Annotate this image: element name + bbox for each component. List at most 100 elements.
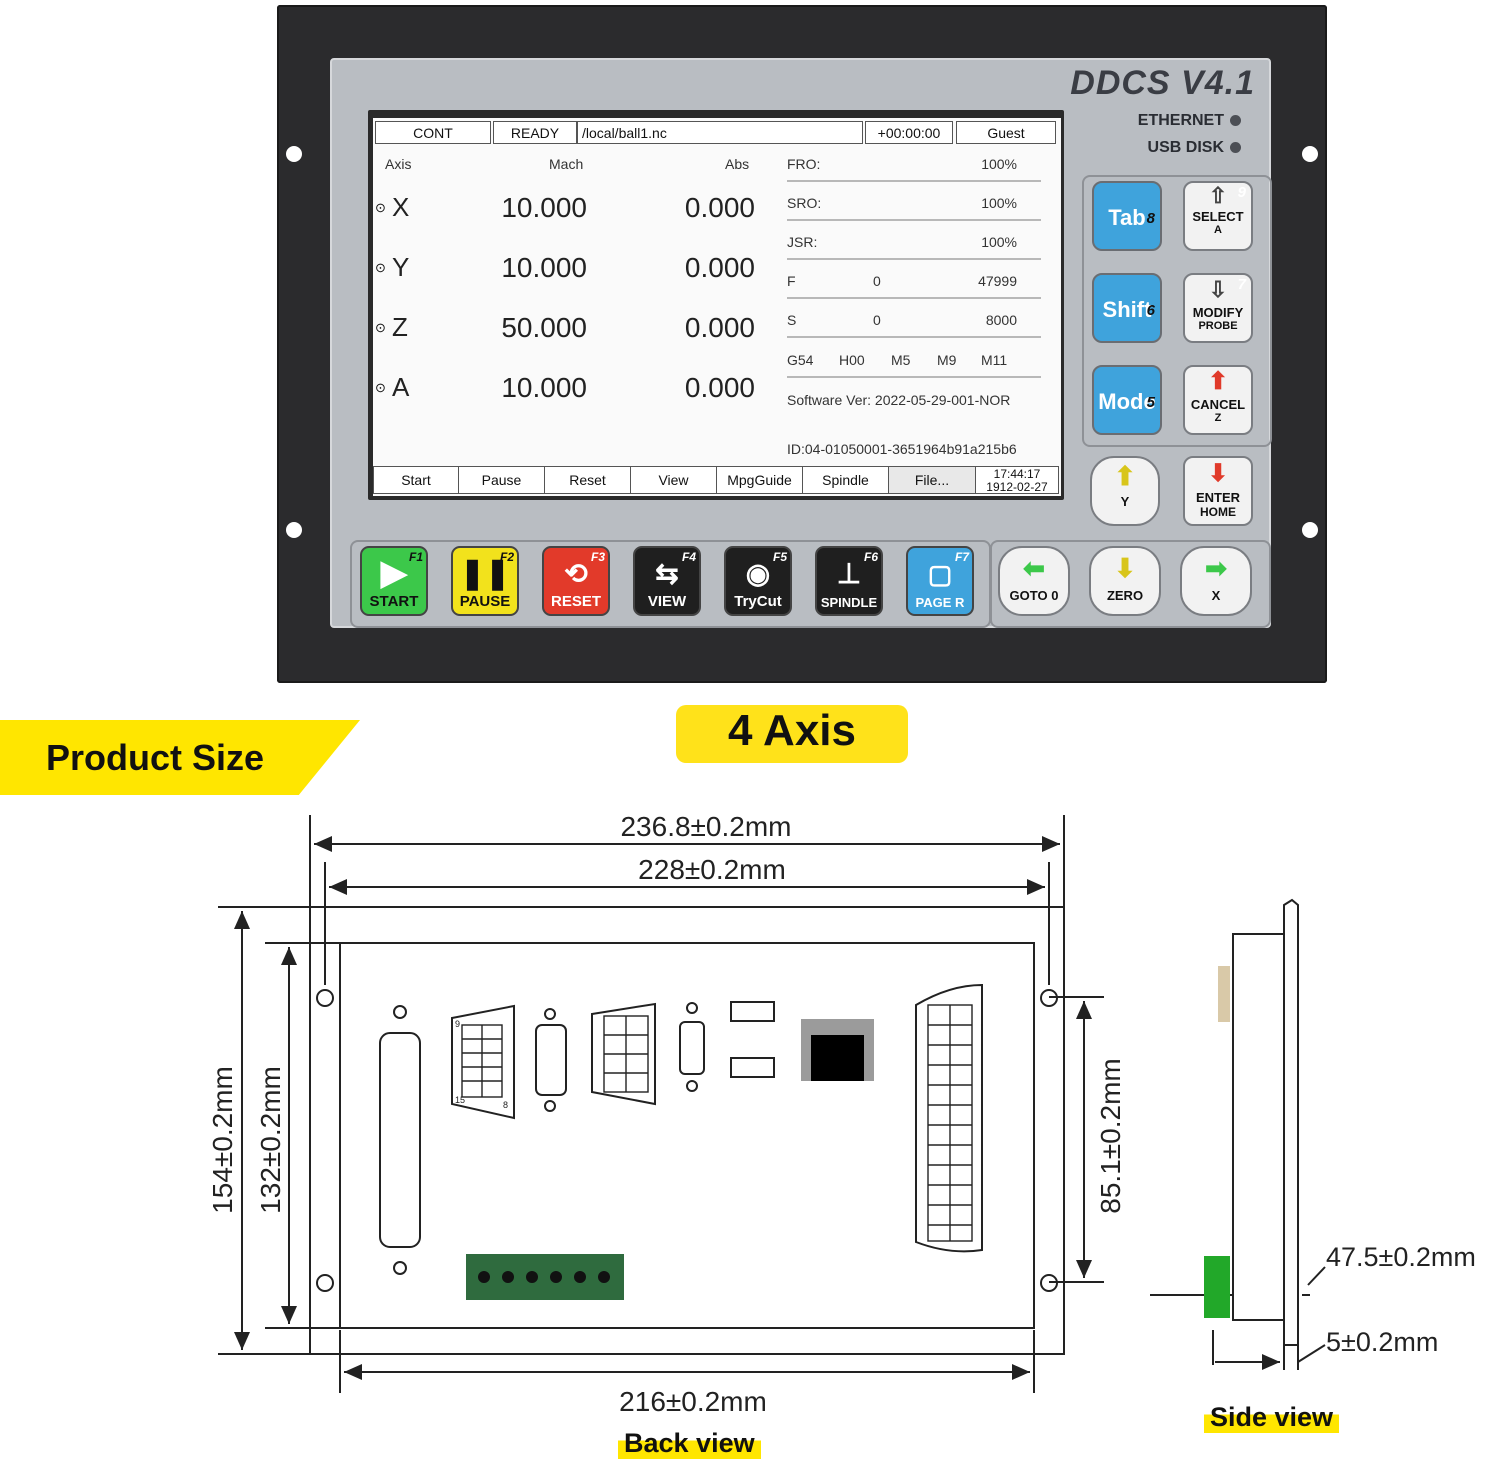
abs-value: 0.000 bbox=[684, 312, 755, 343]
reset-key[interactable]: ⟲ RESET F3 bbox=[542, 546, 610, 616]
mount-hole bbox=[286, 522, 302, 538]
tab-reset[interactable]: Reset bbox=[544, 466, 631, 494]
mach-value: 50.000 bbox=[501, 312, 587, 343]
dim-overall-width: 236.8±0.2mm bbox=[620, 811, 791, 842]
key-label: GOTO 0 bbox=[1009, 588, 1059, 603]
product-size-banner bbox=[0, 720, 360, 795]
modify-key[interactable]: ⇩ MODIFY PROBE 7 bbox=[1183, 273, 1253, 343]
shift-key[interactable]: Shift 6 bbox=[1092, 273, 1162, 343]
db15-connector bbox=[451, 1004, 515, 1120]
spindle-icon: ⊥ bbox=[836, 558, 862, 589]
power-terminal bbox=[466, 1254, 624, 1300]
clock-date: 1912-02-27 bbox=[986, 480, 1048, 494]
divider bbox=[787, 180, 1041, 182]
key-label: ZERO bbox=[1106, 588, 1144, 603]
rate-value: 100% bbox=[981, 195, 1017, 211]
header-user: Guest bbox=[956, 121, 1056, 144]
play-icon: ▶ bbox=[380, 554, 408, 592]
zero-key[interactable]: ⬇ ZERO bbox=[1089, 546, 1161, 616]
db25-connector bbox=[379, 1032, 421, 1248]
saw-blade-icon: ◉ bbox=[745, 558, 771, 589]
select-key[interactable]: ⇧ SELECT A 9 bbox=[1183, 181, 1253, 251]
pin-label: 8 bbox=[503, 1100, 508, 1110]
fn-number: F2 bbox=[499, 550, 514, 564]
y-plus-key[interactable]: ⬆ Y bbox=[1090, 456, 1160, 526]
tab-view[interactable]: View bbox=[630, 466, 717, 494]
mach-value: 10.000 bbox=[501, 252, 587, 283]
clock: 17:44:17 1912-02-27 bbox=[975, 466, 1059, 494]
gcode: H00 bbox=[839, 352, 865, 368]
key-label: Tab bbox=[1108, 205, 1146, 230]
key-label: VIEW bbox=[647, 593, 687, 610]
led-icon bbox=[1230, 142, 1241, 154]
abs-value: 0.000 bbox=[684, 192, 755, 223]
pause-key[interactable]: ❚❚ PAUSE F2 bbox=[451, 546, 519, 616]
header-mode: CONT bbox=[375, 121, 491, 144]
tab-file[interactable]: File... bbox=[888, 466, 976, 494]
arrow-down-icon: ⬇ bbox=[1207, 460, 1229, 487]
key-label: Mode bbox=[1098, 389, 1156, 414]
abs-value: 0.000 bbox=[684, 252, 755, 283]
gcode: M5 bbox=[891, 352, 911, 368]
arrow-right-icon: ➡ bbox=[1205, 553, 1227, 583]
key-label: X bbox=[1211, 588, 1221, 603]
view-key[interactable]: ⇆ VIEW F4 bbox=[633, 546, 701, 616]
gcode: M9 bbox=[937, 352, 957, 368]
rate-value: 8000 bbox=[985, 312, 1017, 328]
enter-key[interactable]: ⬇ ENTER HOME bbox=[1183, 456, 1253, 526]
rate-label: S bbox=[787, 312, 797, 328]
fn-number: F3 bbox=[590, 550, 605, 564]
header-state: READY bbox=[493, 121, 577, 144]
key-number: 7 bbox=[1237, 276, 1246, 293]
rate-label: SRO: bbox=[787, 195, 822, 211]
key-label: PAUSE bbox=[459, 593, 511, 610]
arrow-down-icon: ⇩ bbox=[1208, 277, 1228, 302]
spindle-key[interactable]: ⊥ SPINDLE F6 bbox=[815, 546, 883, 616]
jog-key-row bbox=[990, 540, 1271, 628]
terminal-side bbox=[1204, 1256, 1230, 1318]
page-r-key[interactable]: ▢ PAGE R F7 bbox=[906, 546, 974, 616]
tab-mpgguide[interactable]: MpgGuide bbox=[716, 466, 803, 494]
trycut-key[interactable]: ◉ TryCut F5 bbox=[724, 546, 792, 616]
gcode: M11 bbox=[981, 352, 1008, 368]
db9-connector bbox=[591, 1002, 656, 1106]
key-label: MODIFY bbox=[1192, 305, 1244, 320]
rate-label: JSR: bbox=[787, 234, 818, 250]
mount-hole bbox=[1302, 522, 1318, 538]
tab-pause[interactable]: Pause bbox=[458, 466, 545, 494]
goto0-key[interactable]: ⬅ GOTO 0 bbox=[998, 546, 1070, 616]
x-plus-key[interactable]: ➡ X bbox=[1180, 546, 1252, 616]
tab-key[interactable]: Tab 8 bbox=[1092, 181, 1162, 251]
tab-start[interactable]: Start bbox=[373, 466, 459, 494]
back-view-drawing: 9 15 8 236.8±0.2mm 228±0.2mm 216±0.2mm 1… bbox=[207, 811, 1126, 1417]
axis-label: Z bbox=[392, 312, 408, 342]
axis-label: Y bbox=[392, 252, 410, 282]
mach-value: 10.000 bbox=[501, 372, 587, 403]
usb-indicator: USB DISK bbox=[1148, 139, 1241, 157]
rate-label: FRO: bbox=[787, 156, 821, 172]
mode-key[interactable]: Mode 5 bbox=[1092, 365, 1162, 435]
fn-number: F5 bbox=[772, 550, 787, 564]
divider bbox=[787, 219, 1041, 221]
arrow-up-icon: ⬆ bbox=[1114, 461, 1136, 491]
dim-hole-height: 85.1±0.2mm bbox=[1095, 1058, 1126, 1213]
col-axis: Axis bbox=[385, 156, 412, 172]
header-time: +00:00:00 bbox=[865, 121, 953, 144]
side-view-label: Side view bbox=[1204, 1402, 1340, 1433]
radio-icon: ⊙ bbox=[375, 320, 386, 335]
axis-label: X bbox=[392, 192, 410, 222]
mach-value: 10.000 bbox=[501, 192, 587, 223]
cancel-key[interactable]: ⬆ CANCEL Z bbox=[1183, 365, 1253, 435]
dim-overall-height: 154±0.2mm bbox=[207, 1066, 238, 1214]
key-label: CANCEL bbox=[1190, 397, 1246, 412]
key-number: 6 bbox=[1146, 302, 1155, 319]
fn-number: F6 bbox=[863, 550, 878, 564]
led-icon bbox=[1230, 115, 1241, 127]
dim-flange: 5±0.2mm bbox=[1326, 1327, 1438, 1357]
tab-spindle[interactable]: Spindle bbox=[802, 466, 889, 494]
radio-icon: ⊙ bbox=[375, 260, 386, 275]
start-key[interactable]: ▶ START F1 bbox=[360, 546, 428, 616]
key-label: PAGE R bbox=[915, 595, 965, 610]
key-label: Y bbox=[1120, 494, 1130, 509]
body-side bbox=[1232, 933, 1285, 1321]
